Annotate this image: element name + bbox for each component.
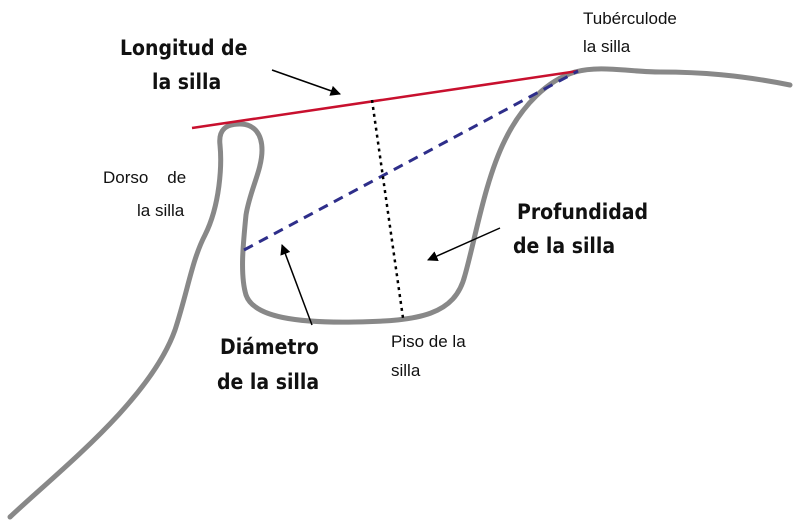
diametro-label-line2: de la silla: [217, 370, 319, 394]
diameter-line: [243, 69, 579, 252]
tuberculo-label-line1: Tubérculode: [583, 9, 677, 28]
piso-label-line2: silla: [391, 361, 421, 380]
length-line: [191, 69, 579, 130]
profundidad-label-line2: de la silla: [513, 234, 615, 258]
dorso-label-line1: Dorso de: [103, 168, 186, 187]
diametro-arrow: [280, 244, 313, 326]
diametro-label-line1: Diámetro: [220, 335, 319, 359]
dorso-label-line2: la silla: [137, 201, 185, 220]
longitud-label-line1: Longitud de: [120, 36, 247, 60]
profundidad-arrow: [427, 227, 501, 261]
piso-label-line1: Piso de la: [391, 332, 466, 351]
longitud-arrow: [271, 69, 341, 96]
tuberculo-label-line2: la silla: [583, 37, 631, 56]
sella-outline: [7, 66, 793, 520]
profundidad-label-line1: Profundidad: [517, 200, 648, 224]
depth-line: [370, 99, 405, 319]
longitud-label-line2: la silla: [152, 70, 221, 94]
